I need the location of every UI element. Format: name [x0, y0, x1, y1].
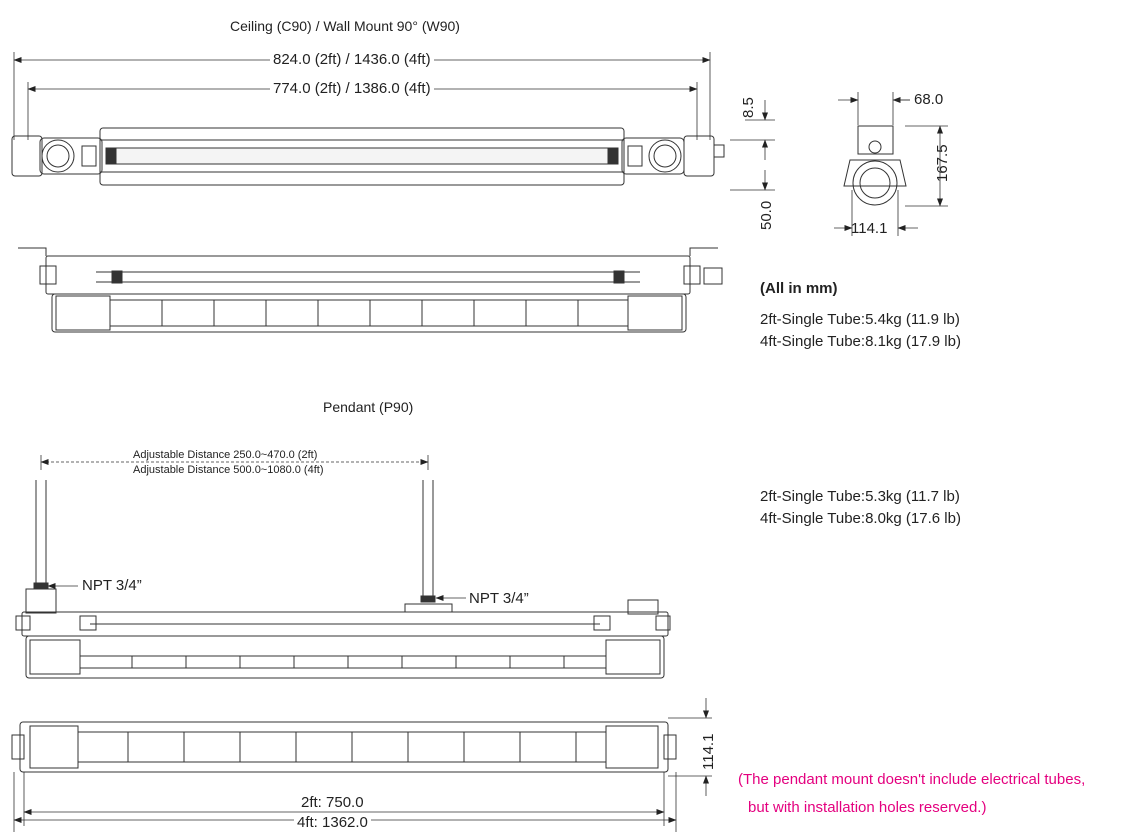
dim-2ft-length: 2ft: 750.0 — [298, 794, 367, 811]
end-view — [834, 92, 948, 236]
dim-4ft-length: 4ft: 1362.0 — [294, 814, 371, 831]
ceiling-weight-2ft: 2ft-Single Tube:5.4kg (11.9 lb) — [760, 311, 960, 328]
top-view — [11, 698, 712, 832]
dim-inner-length: 774.0 (2ft) / 1386.0 (4ft) — [270, 80, 434, 97]
ceiling-side-dims — [730, 100, 775, 191]
adjustable-distance-2ft: Adjustable Distance 250.0~470.0 (2ft) — [133, 449, 318, 461]
pendant-weight-4ft: 4ft-Single Tube:8.0kg (17.6 lb) — [760, 510, 961, 527]
adjustable-distance-4ft: Adjustable Distance 500.0~1080.0 (4ft) — [130, 464, 327, 476]
npt-left-label: NPT 3/4” — [82, 577, 142, 594]
pendant-note-line1: (The pendant mount doesn't include elect… — [738, 771, 1086, 788]
dim-overall-length: 824.0 (2ft) / 1436.0 (4ft) — [270, 51, 434, 68]
pendant-title: Pendant (P90) — [323, 399, 414, 415]
dim-167-5: 167.5 — [934, 144, 951, 182]
ceiling-side-view — [18, 247, 723, 333]
dim-68: 68.0 — [914, 91, 944, 108]
ceiling-front-view — [11, 52, 725, 186]
npt-right-label: NPT 3/4” — [469, 590, 529, 607]
pendant-weight-2ft: 2ft-Single Tube:5.3kg (11.7 lb) — [760, 488, 960, 505]
dim-114-1-top: 114.1 — [700, 733, 717, 770]
ceiling-title: Ceiling (C90) / Wall Mount 90° (W90) — [230, 18, 460, 34]
dim-114-1-end: 114.1 — [851, 220, 888, 237]
pendant-note-line2: but with installation holes reserved.) — [748, 799, 987, 816]
pendant-view — [15, 455, 671, 679]
ceiling-weight-4ft: 4ft-Single Tube:8.1kg (17.9 lb) — [760, 333, 961, 350]
dim-8-5: 8.5 — [740, 97, 757, 118]
dim-50: 50.0 — [758, 200, 775, 230]
units-note: (All in mm) — [760, 280, 838, 297]
